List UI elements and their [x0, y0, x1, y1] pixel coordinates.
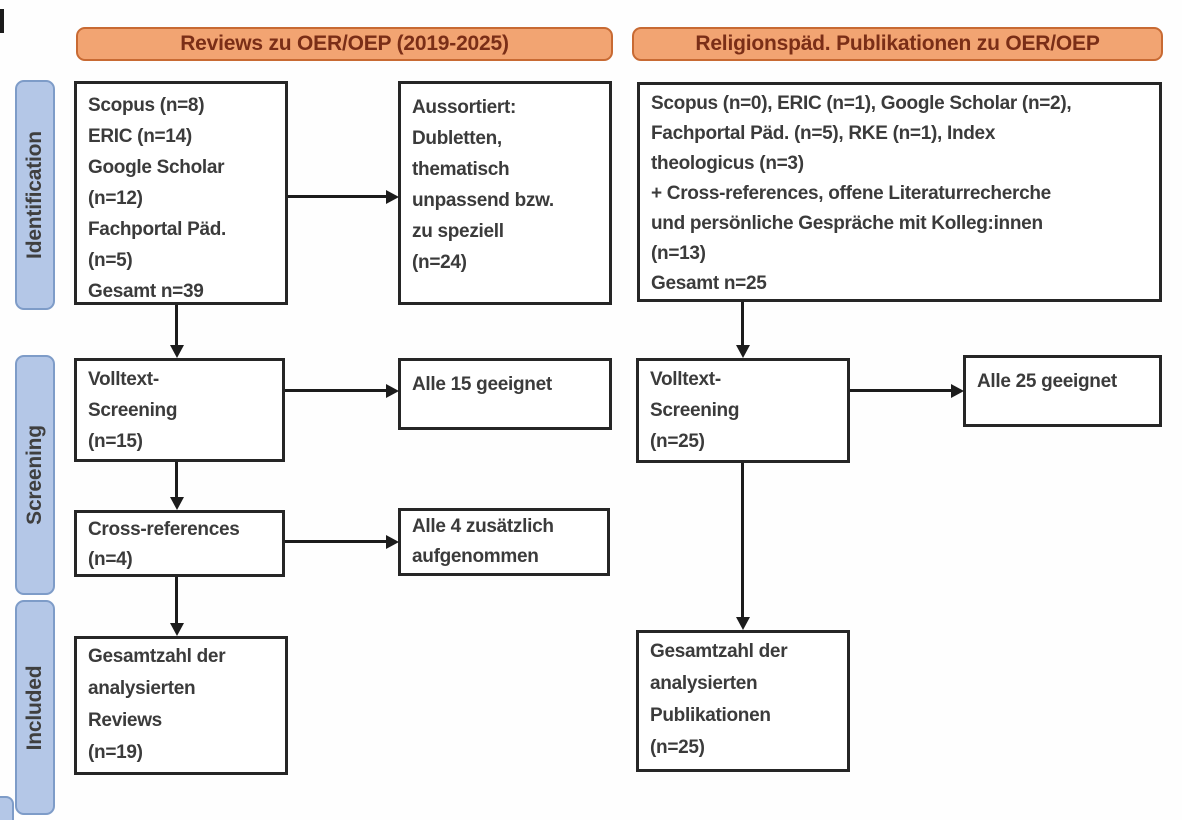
box-reviews-included-total-text: Gesamtzahl der analysierten Reviews (n=1… — [88, 646, 226, 763]
box-relpaed-identification-sources: Scopus (n=0), ERIC (n=1), Google Scholar… — [637, 82, 1162, 302]
column-header-reviews: Reviews zu OER/OEP (2019-2025) — [76, 27, 613, 61]
stage-label-included-text: Included — [23, 665, 46, 750]
box-relpaed-fulltext-screening-text: Volltext- Screening (n=25) — [650, 369, 740, 452]
box-reviews-identification-sources: Scopus (n=8) ERIC (n=14) Google Scholar … — [74, 81, 288, 305]
box-relpaed-eligible: Alle 25 geeignet — [963, 355, 1162, 427]
stage-label-screening-text: Screening — [23, 425, 46, 525]
box-reviews-excluded: Aussortiert: Dubletten, thematisch unpas… — [398, 81, 612, 305]
edge-artifact-label-fragment — [0, 796, 14, 820]
box-relpaed-included-total: Gesamtzahl der analysierten Publikatione… — [636, 630, 850, 772]
box-reviews-cross-references: Cross-references (n=4) — [74, 510, 285, 577]
box-relpaed-fulltext-screening: Volltext- Screening (n=25) — [636, 358, 850, 463]
box-reviews-cross-references-text: Cross-references (n=4) — [88, 519, 240, 570]
stage-label-screening: Screening — [15, 355, 55, 595]
box-relpaed-included-total-text: Gesamtzahl der analysierten Publikatione… — [650, 641, 788, 758]
box-relpaed-identification-sources-text: Scopus (n=0), ERIC (n=1), Google Scholar… — [651, 93, 1072, 294]
stage-label-included: Included — [15, 600, 55, 815]
stage-label-identification-text: Identification — [23, 131, 46, 259]
column-header-relpaed: Religionspäd. Publikationen zu OER/OEP — [632, 27, 1163, 61]
box-reviews-eligible-text: Alle 15 geeignet — [412, 374, 552, 395]
column-header-relpaed-label: Religionspäd. Publikationen zu OER/OEP — [695, 32, 1100, 55]
stage-label-identification: Identification — [15, 80, 55, 310]
box-reviews-identification-sources-text: Scopus (n=8) ERIC (n=14) Google Scholar … — [88, 95, 227, 302]
edge-artifact-mark — [0, 9, 4, 33]
box-reviews-fulltext-screening-text: Volltext- Screening (n=15) — [88, 369, 178, 452]
box-reviews-included-total: Gesamtzahl der analysierten Reviews (n=1… — [74, 636, 288, 775]
box-reviews-fulltext-screening: Volltext- Screening (n=15) — [74, 358, 285, 462]
box-relpaed-eligible-text: Alle 25 geeignet — [977, 371, 1117, 392]
box-reviews-excluded-text: Aussortiert: Dubletten, thematisch unpas… — [412, 97, 554, 273]
column-header-reviews-label: Reviews zu OER/OEP (2019-2025) — [180, 32, 509, 55]
box-reviews-added-text: Alle 4 zusätzlich aufgenommen — [412, 516, 554, 567]
box-reviews-eligible: Alle 15 geeignet — [398, 358, 612, 430]
box-reviews-added: Alle 4 zusätzlich aufgenommen — [398, 508, 610, 576]
